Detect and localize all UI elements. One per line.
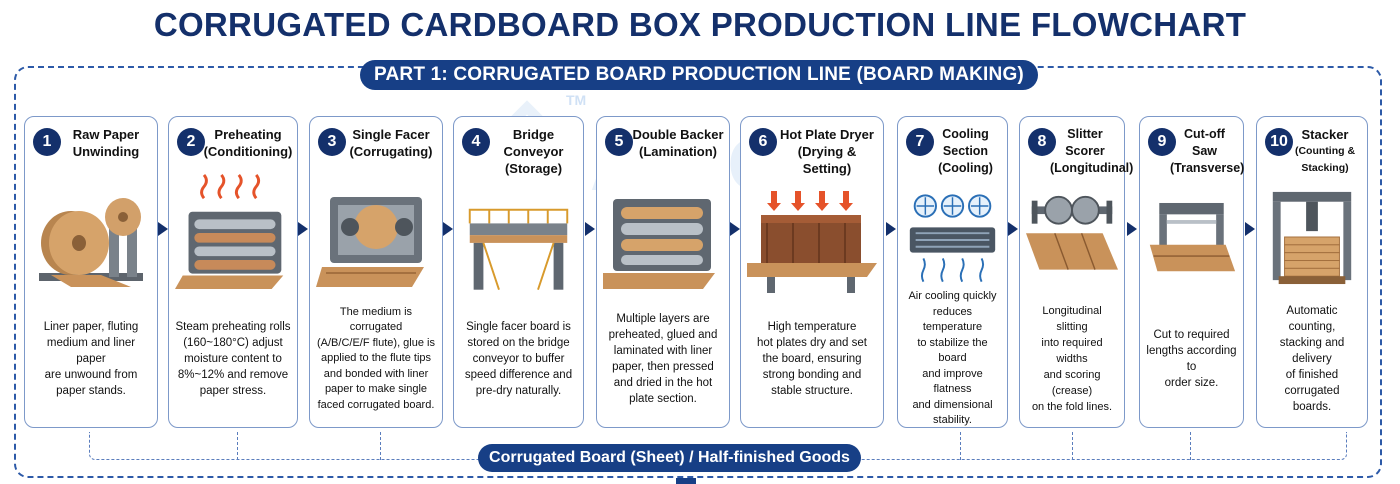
step-description: Steam preheating rolls (160~180°C) adjus… xyxy=(175,321,291,397)
flow-arrow-icon xyxy=(730,222,740,236)
step-title: Stacker (Counting & Stacking) xyxy=(1294,127,1356,174)
slitter-scorer-icon xyxy=(1026,183,1118,295)
output-banner: Corrugated Board (Sheet) / Half-finished… xyxy=(478,444,861,472)
bracket-tick xyxy=(237,432,238,460)
step-description: Air cooling quickly reduces temperature … xyxy=(908,290,997,427)
step-number-badge: 7 xyxy=(906,128,934,156)
output-connector xyxy=(676,478,696,484)
stacker-machine-icon xyxy=(1263,177,1361,297)
step-card-5: 5 Double Backer (Lamination) Multiple la… xyxy=(596,116,730,428)
step-title: Preheating (Conditioning) xyxy=(203,127,293,159)
step-number-badge: 10 xyxy=(1265,128,1293,156)
step-card-9: 9 Cut-off Saw (Transverse) Cut to requir… xyxy=(1139,116,1244,428)
step-card-6: 6 Hot Plate Dryer (Drying & Setting) Hig… xyxy=(740,116,884,428)
step-description: Multiple layers are preheated, glued and… xyxy=(608,313,718,405)
bracket-tick xyxy=(1190,432,1191,460)
step-card-2: 2 Preheating (Conditioning) Steam prehea… xyxy=(168,116,298,428)
step-title: Slitter Scorer (Longitudinal) xyxy=(1050,127,1134,175)
step-card-1: 1 Raw Paper Unwinding Liner paper, fluti… xyxy=(24,116,158,428)
step-card-3: 3 Single Facer (Corrugating) The medium … xyxy=(309,116,443,428)
step-title: Double Backer (Lamination) xyxy=(632,127,724,159)
step-card-7: 7 Cooling Section (Cooling) xyxy=(897,116,1008,428)
flow-arrow-icon xyxy=(1127,222,1137,236)
step-number-badge: 8 xyxy=(1028,128,1056,156)
step-title-line1: Raw Paper xyxy=(72,127,140,142)
step-description: Longitudinal slitting into required widt… xyxy=(1031,305,1113,413)
step-number-badge: 2 xyxy=(177,128,205,156)
flow-arrow-icon xyxy=(443,222,453,236)
step-title: Single Facer (Corrugating) xyxy=(349,127,433,159)
flow-arrow-icon xyxy=(298,222,308,236)
step-number-badge: 9 xyxy=(1148,128,1176,156)
step-description: High temperature hot plates dry and set … xyxy=(757,321,867,397)
step-description: Cut to required lengths according to ord… xyxy=(1146,329,1237,389)
cut-off-saw-icon xyxy=(1146,183,1237,295)
step-card-4: 4 Bridge Conveyor (Storage) Single facer… xyxy=(453,116,584,428)
flow-arrow-icon xyxy=(585,222,595,236)
step-description: The medium is corrugated (A/B/C/E/F flut… xyxy=(317,305,435,411)
step-title-line2: Unwinding xyxy=(72,144,140,159)
step-description: Single facer board is stored on the brid… xyxy=(464,321,573,397)
page-title: CORRUGATED CARDBOARD BOX PRODUCTION LINE… xyxy=(153,6,1247,43)
paper-roll-stand-icon xyxy=(31,177,151,297)
step-title: Cooling Section (Cooling) xyxy=(938,127,993,175)
bracket-tick xyxy=(960,432,961,460)
step-title: Hot Plate Dryer (Drying & Setting) xyxy=(780,127,874,176)
hot-plate-dryer-icon xyxy=(747,181,877,297)
flow-arrow-icon xyxy=(1008,222,1018,236)
step-number-badge: 3 xyxy=(318,128,346,156)
preheating-rolls-icon xyxy=(175,167,291,297)
step-title: Raw Paper Unwinding xyxy=(59,126,153,160)
step-number-badge: 5 xyxy=(605,128,633,156)
bridge-conveyor-icon xyxy=(460,183,577,295)
step-title: Bridge Conveyor (Storage) xyxy=(503,127,564,176)
double-backer-machine-icon xyxy=(603,183,723,295)
step-number-badge: 6 xyxy=(749,128,777,156)
flow-arrow-icon xyxy=(886,222,896,236)
step-title: Cut-off Saw (Transverse) xyxy=(1170,127,1245,175)
part-banner: PART 1: CORRUGATED BOARD PRODUCTION LINE… xyxy=(360,60,1038,90)
bracket-tick xyxy=(1072,432,1073,460)
single-facer-machine-icon xyxy=(316,183,436,295)
step-card-10: 10 Stacker (Counting & Stacking) Automat… xyxy=(1256,116,1368,428)
cooling-fans-icon xyxy=(904,183,1001,295)
step-description: Automatic counting, stacking and deliver… xyxy=(1279,305,1345,413)
flow-arrow-icon xyxy=(158,222,168,236)
flow-arrow-icon xyxy=(1245,222,1255,236)
step-number-badge: 4 xyxy=(462,128,490,156)
bracket-tick xyxy=(380,432,381,460)
step-description: Liner paper, fluting medium and liner pa… xyxy=(43,321,139,397)
step-card-8: 8 Slitter Scorer (Longitudinal) Longitud… xyxy=(1019,116,1134,428)
step-number-badge: 1 xyxy=(33,128,61,156)
